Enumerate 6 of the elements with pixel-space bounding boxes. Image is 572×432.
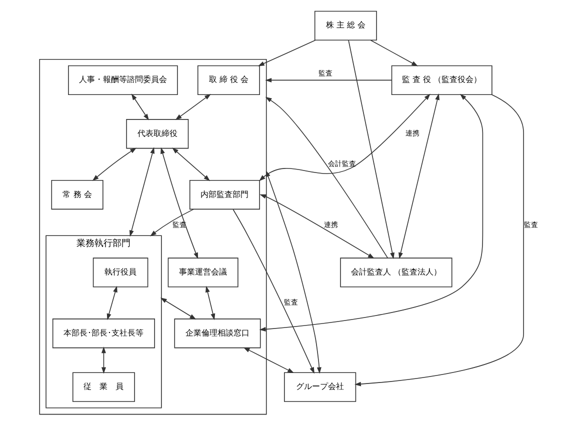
- edge-label: 監査: [524, 220, 538, 229]
- edge-label: 監査: [284, 298, 298, 307]
- edge-label: 連携: [324, 220, 338, 229]
- edge-label: 連携: [406, 128, 420, 138]
- edge-label: 監査: [318, 68, 333, 78]
- edge-label: 会計監査: [328, 159, 356, 168]
